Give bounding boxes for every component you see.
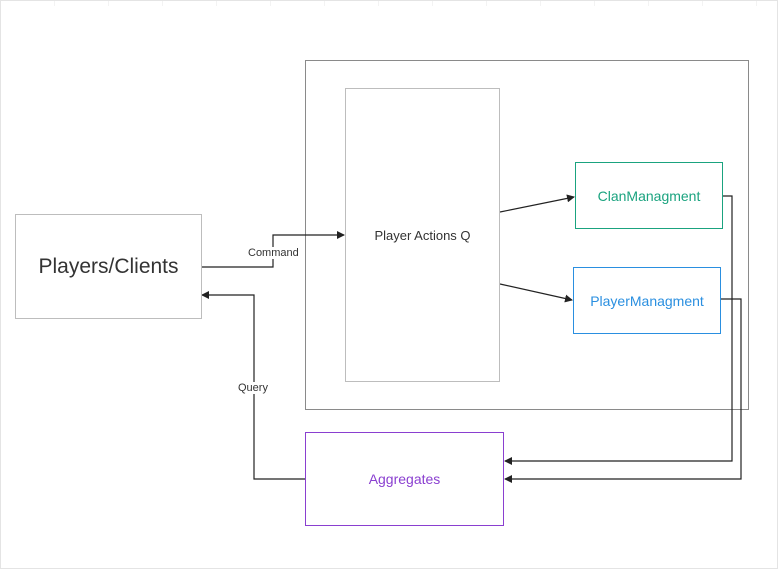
- player-to-aggregates-arrow: [504, 298, 742, 483]
- player-managment-box[interactable]: PlayerManagment: [573, 267, 721, 334]
- clan-managment-box[interactable]: ClanManagment: [575, 162, 723, 229]
- aggregates-label: Aggregates: [368, 471, 441, 487]
- player-actions-queue-box[interactable]: Player Actions Q: [345, 88, 500, 382]
- clan-managment-label: ClanManagment: [597, 187, 701, 204]
- queue-to-player-arrow: [499, 283, 573, 303]
- queue-to-clan-arrow: [499, 194, 575, 213]
- clan-to-aggregates-arrow: [504, 195, 733, 465]
- command-edge-label: Command: [247, 247, 300, 259]
- player-actions-queue-label: Player Actions Q: [374, 228, 471, 243]
- players-clients-label: Players/Clients: [38, 254, 179, 278]
- query-edge-label: Query: [237, 382, 269, 394]
- player-managment-label: PlayerManagment: [590, 292, 704, 309]
- aggregates-box[interactable]: Aggregates: [305, 432, 504, 526]
- players-clients-box[interactable]: Players/Clients: [15, 214, 202, 319]
